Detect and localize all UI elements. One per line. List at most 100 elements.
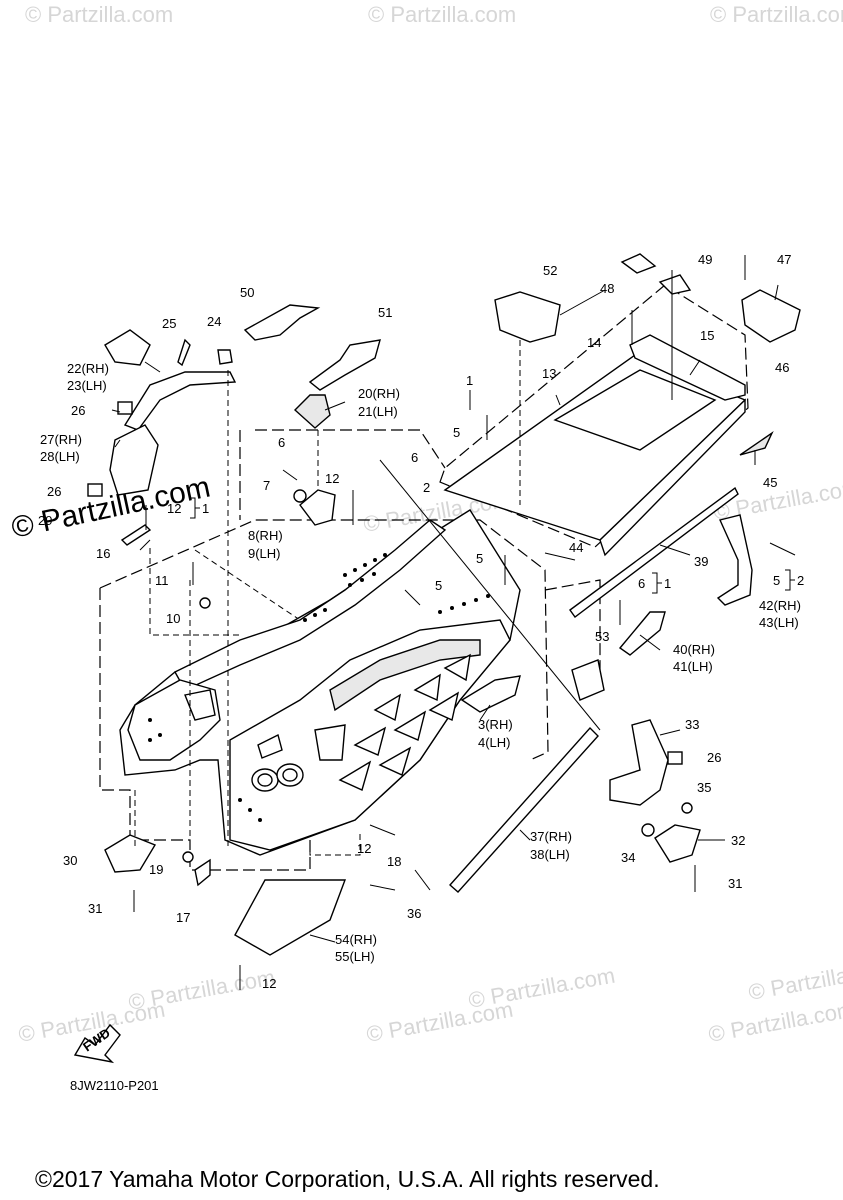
callout: 26 — [707, 750, 721, 765]
rivet-5 — [404, 589, 421, 606]
callout: 6 — [278, 435, 285, 450]
callout: 19 — [149, 862, 163, 877]
callout: 43(LH) — [759, 615, 799, 630]
callout: 10 — [166, 611, 180, 626]
callout: 2 — [423, 480, 430, 495]
callout: 46 — [775, 360, 789, 375]
callout: 31 — [728, 876, 742, 891]
tunnel-tab — [257, 733, 283, 759]
callout: 38(LH) — [530, 847, 570, 862]
callout: 12 — [167, 501, 181, 516]
callout: 45 — [763, 475, 777, 490]
part-53 — [571, 659, 605, 701]
bearing-hole-inner — [282, 768, 298, 782]
part-56 — [104, 329, 151, 366]
callout-labels: 1 1 1 2 2 3(RH) 4(LH) 5 5 5 5 6 6 6 7 8(… — [38, 252, 804, 991]
clip-26 — [667, 751, 683, 765]
watermark-main: © Partzilla.com — [9, 471, 214, 545]
callout: 35 — [697, 780, 711, 795]
part-22-23 — [123, 371, 237, 431]
part-25 — [177, 338, 191, 367]
callout: 36 — [407, 906, 421, 921]
callout: 1 — [466, 373, 473, 388]
boundary-11 — [149, 548, 240, 636]
part-27-28 — [109, 424, 159, 496]
callout: 32 — [731, 833, 745, 848]
callout: 33 — [685, 717, 699, 732]
fasteners — [133, 255, 796, 990]
part-3-4 — [460, 675, 521, 713]
part-51 — [308, 339, 381, 391]
part-46 — [741, 289, 801, 343]
callout: 34 — [621, 850, 635, 865]
callout: 3(RH) — [478, 717, 513, 732]
callout: 8(RH) — [248, 528, 283, 543]
callout: 51 — [378, 305, 392, 320]
rivet-5 — [769, 542, 796, 556]
callout: 23(LH) — [67, 378, 107, 393]
rivet-6 — [282, 469, 298, 481]
boundary-10 — [194, 549, 301, 632]
boundary-1-upper — [439, 284, 749, 548]
watermark: © Partzilla.com — [368, 2, 516, 27]
boundary-2-right — [544, 579, 601, 670]
front-left-bracket — [184, 689, 216, 721]
callout: 2 — [797, 573, 804, 588]
callout: 7 — [263, 478, 270, 493]
callout: 41(LH) — [673, 659, 713, 674]
part-40-41 — [618, 611, 666, 656]
callout: 11 — [155, 573, 169, 588]
part-30 — [104, 834, 157, 873]
callout: 12 — [357, 841, 371, 856]
bolt-19 — [182, 851, 194, 863]
callout: 24 — [207, 314, 221, 329]
copyright-notice: ©2017 Yamaha Motor Corporation, U.S.A. A… — [35, 1166, 660, 1192]
rail-39 — [569, 486, 739, 618]
part-52 — [494, 291, 561, 343]
boundary-12 — [309, 800, 361, 856]
cutout — [373, 693, 401, 722]
watermark: © Partzilla.com — [707, 997, 843, 1047]
callout: 44 — [569, 540, 583, 555]
callout: 26 — [71, 403, 85, 418]
part-50 — [243, 304, 321, 341]
part-17 — [194, 858, 211, 887]
callout: 42(RH) — [759, 598, 801, 613]
bolt-10 — [199, 597, 211, 609]
rod-37 — [449, 726, 599, 893]
watermark: © Partzilla.com — [127, 965, 277, 1015]
callout: 47 — [777, 252, 791, 267]
part-48 — [620, 253, 657, 274]
callout: 37(RH) — [530, 829, 572, 844]
boundary-1-top — [255, 429, 446, 469]
callout: 1 — [664, 576, 671, 591]
rivet-18 — [369, 884, 396, 891]
callout: 21(LH) — [358, 404, 398, 419]
boundary-2-top — [99, 519, 549, 761]
leader-dashes — [134, 340, 521, 850]
part-20-21 — [293, 394, 331, 429]
callout: 5 — [435, 578, 442, 593]
callout: 30 — [63, 853, 77, 868]
callout: 15 — [700, 328, 714, 343]
grommet-7 — [293, 489, 307, 503]
callout: 14 — [587, 335, 601, 350]
callout: 4(LH) — [478, 735, 511, 750]
diagram-code: 8JW2110-P201 — [70, 1078, 159, 1093]
callout: 5 — [453, 425, 460, 440]
group-brackets — [190, 497, 795, 594]
callout: 6 — [638, 576, 645, 591]
part-54-55 — [234, 879, 347, 956]
part-8-9 — [299, 489, 336, 526]
cutout — [353, 726, 387, 756]
tunnel-bracket — [314, 724, 346, 761]
tunnel-frame — [119, 509, 521, 856]
part-24 — [217, 349, 233, 365]
clip-35 — [681, 802, 693, 814]
callout: 49 — [698, 252, 712, 267]
callout: 55(LH) — [335, 949, 375, 964]
small-parts — [73, 253, 801, 1064]
rivet-44 — [544, 552, 576, 561]
callout: 54(RH) — [335, 932, 377, 947]
cable-6 — [379, 459, 601, 731]
